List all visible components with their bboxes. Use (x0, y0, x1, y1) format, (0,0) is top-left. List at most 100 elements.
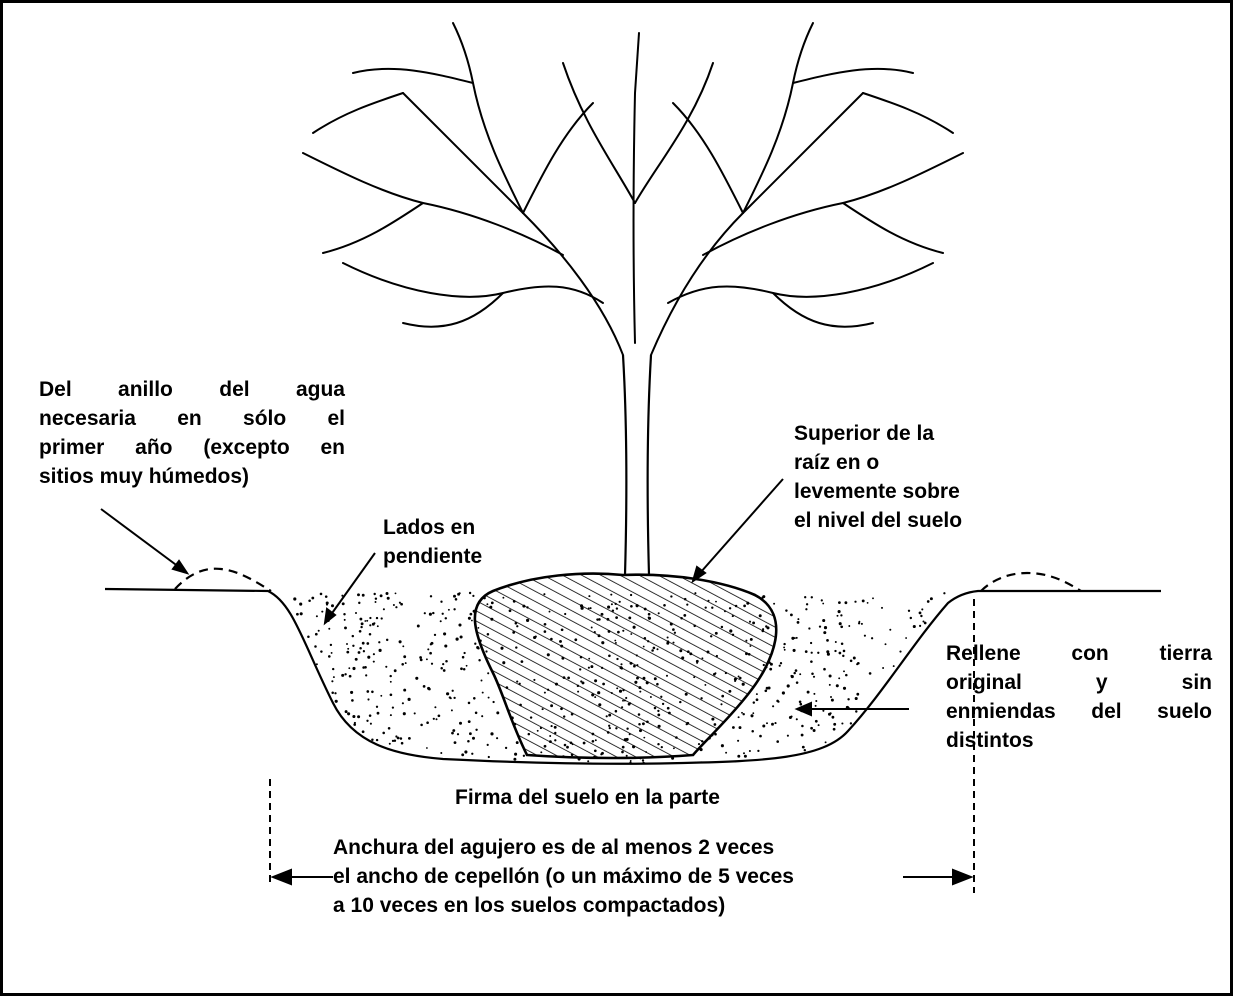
soil-dot (387, 727, 391, 730)
soil-dot (426, 747, 428, 749)
soil-dot (334, 716, 337, 719)
soil-dot (366, 642, 370, 645)
soil-dot (375, 616, 379, 620)
soil-dot (814, 719, 818, 723)
soil-dot (454, 598, 458, 601)
soil-dot (935, 635, 939, 639)
soil-dot (847, 698, 850, 701)
soil-dot (361, 730, 365, 734)
soil-dot (799, 673, 802, 676)
soil-dot (354, 611, 358, 615)
soil-dot (774, 722, 777, 725)
soil-dot (842, 654, 845, 658)
soil-dot (327, 655, 331, 658)
soil-dot (855, 710, 858, 713)
soil-dot (305, 676, 308, 679)
soil-dot (334, 699, 338, 703)
soil-dot (822, 618, 826, 623)
soil-dot (840, 642, 844, 646)
soil-dot (913, 693, 916, 697)
soil-dot (361, 593, 365, 597)
soil-dot (380, 617, 383, 620)
soil-dot (882, 667, 885, 669)
soil-dot (374, 597, 378, 600)
soil-dot (382, 608, 385, 611)
soil-dot (818, 625, 822, 628)
soil-dot (413, 758, 417, 762)
soil-dot (321, 610, 324, 613)
soil-dot (376, 625, 379, 628)
soil-dot (811, 672, 814, 675)
soil-dot (919, 624, 922, 628)
soil-dot (422, 685, 426, 688)
soil-dot (914, 682, 917, 685)
soil-dot (331, 680, 334, 683)
soil-dot (801, 745, 805, 749)
soil-dot (279, 622, 283, 626)
soil-dot (836, 614, 839, 617)
soil-dot (956, 607, 959, 610)
soil-dot (940, 745, 944, 748)
soil-dot (854, 600, 857, 603)
soil-dot (504, 746, 508, 750)
soil-dot (308, 599, 311, 602)
soil-dot (403, 655, 407, 659)
soil-dot (806, 690, 810, 694)
soil-dot (344, 710, 348, 714)
soil-dot (280, 649, 283, 652)
soil-dot (423, 612, 426, 615)
soil-dot (451, 731, 454, 735)
soil-dot (748, 749, 751, 753)
sloped-sides-line-1: Lados en (383, 516, 476, 539)
soil-dot (269, 757, 273, 761)
soil-dot (296, 707, 300, 711)
soil-dot (287, 683, 290, 686)
soil-dot (400, 602, 403, 606)
soil-dot (272, 699, 275, 702)
soil-dot (420, 723, 423, 727)
soil-dot (827, 712, 832, 716)
soil-dot (841, 722, 844, 725)
soil-dot (398, 640, 402, 644)
soil-dot (935, 729, 939, 733)
soil-dot (282, 756, 286, 760)
soil-dot (866, 601, 869, 604)
soil-dot (275, 725, 278, 729)
soil-dot (772, 705, 775, 708)
soil-dot (432, 611, 435, 615)
soil-dot (378, 648, 382, 652)
soil-dot (810, 596, 813, 599)
soil-dot (809, 641, 813, 645)
soil-dot (843, 670, 845, 673)
soil-dot (336, 723, 341, 727)
soil-dot (347, 647, 350, 650)
soil-dot (875, 746, 879, 750)
soil-dot (738, 726, 742, 730)
soil-dot (978, 617, 981, 620)
soil-dot (791, 636, 795, 640)
soil-dot (382, 731, 385, 735)
soil-dot (353, 723, 356, 726)
soil-dot (281, 620, 284, 623)
soil-dot (272, 720, 276, 723)
soil-dot (854, 759, 857, 762)
soil-dot (270, 677, 273, 680)
soil-dot (907, 609, 911, 612)
soil-dot (812, 675, 816, 678)
soil-dot (909, 616, 913, 620)
soil-dot (923, 621, 927, 625)
root-top-line-2: raíz en o (794, 451, 880, 474)
soil-dot (848, 625, 851, 627)
soil-dot (842, 686, 847, 690)
hole-width-label: Anchura del agujero es de al menos 2 vec… (333, 833, 923, 920)
soil-dot (793, 637, 796, 640)
soil-dot (462, 668, 466, 671)
soil-dot (908, 685, 911, 689)
soil-dot (854, 696, 858, 701)
soil-dot (852, 656, 856, 660)
soil-dot (429, 651, 432, 655)
soil-dot (776, 699, 779, 703)
soil-dot (815, 699, 818, 703)
soil-dot (477, 647, 480, 650)
soil-dot (629, 759, 632, 762)
